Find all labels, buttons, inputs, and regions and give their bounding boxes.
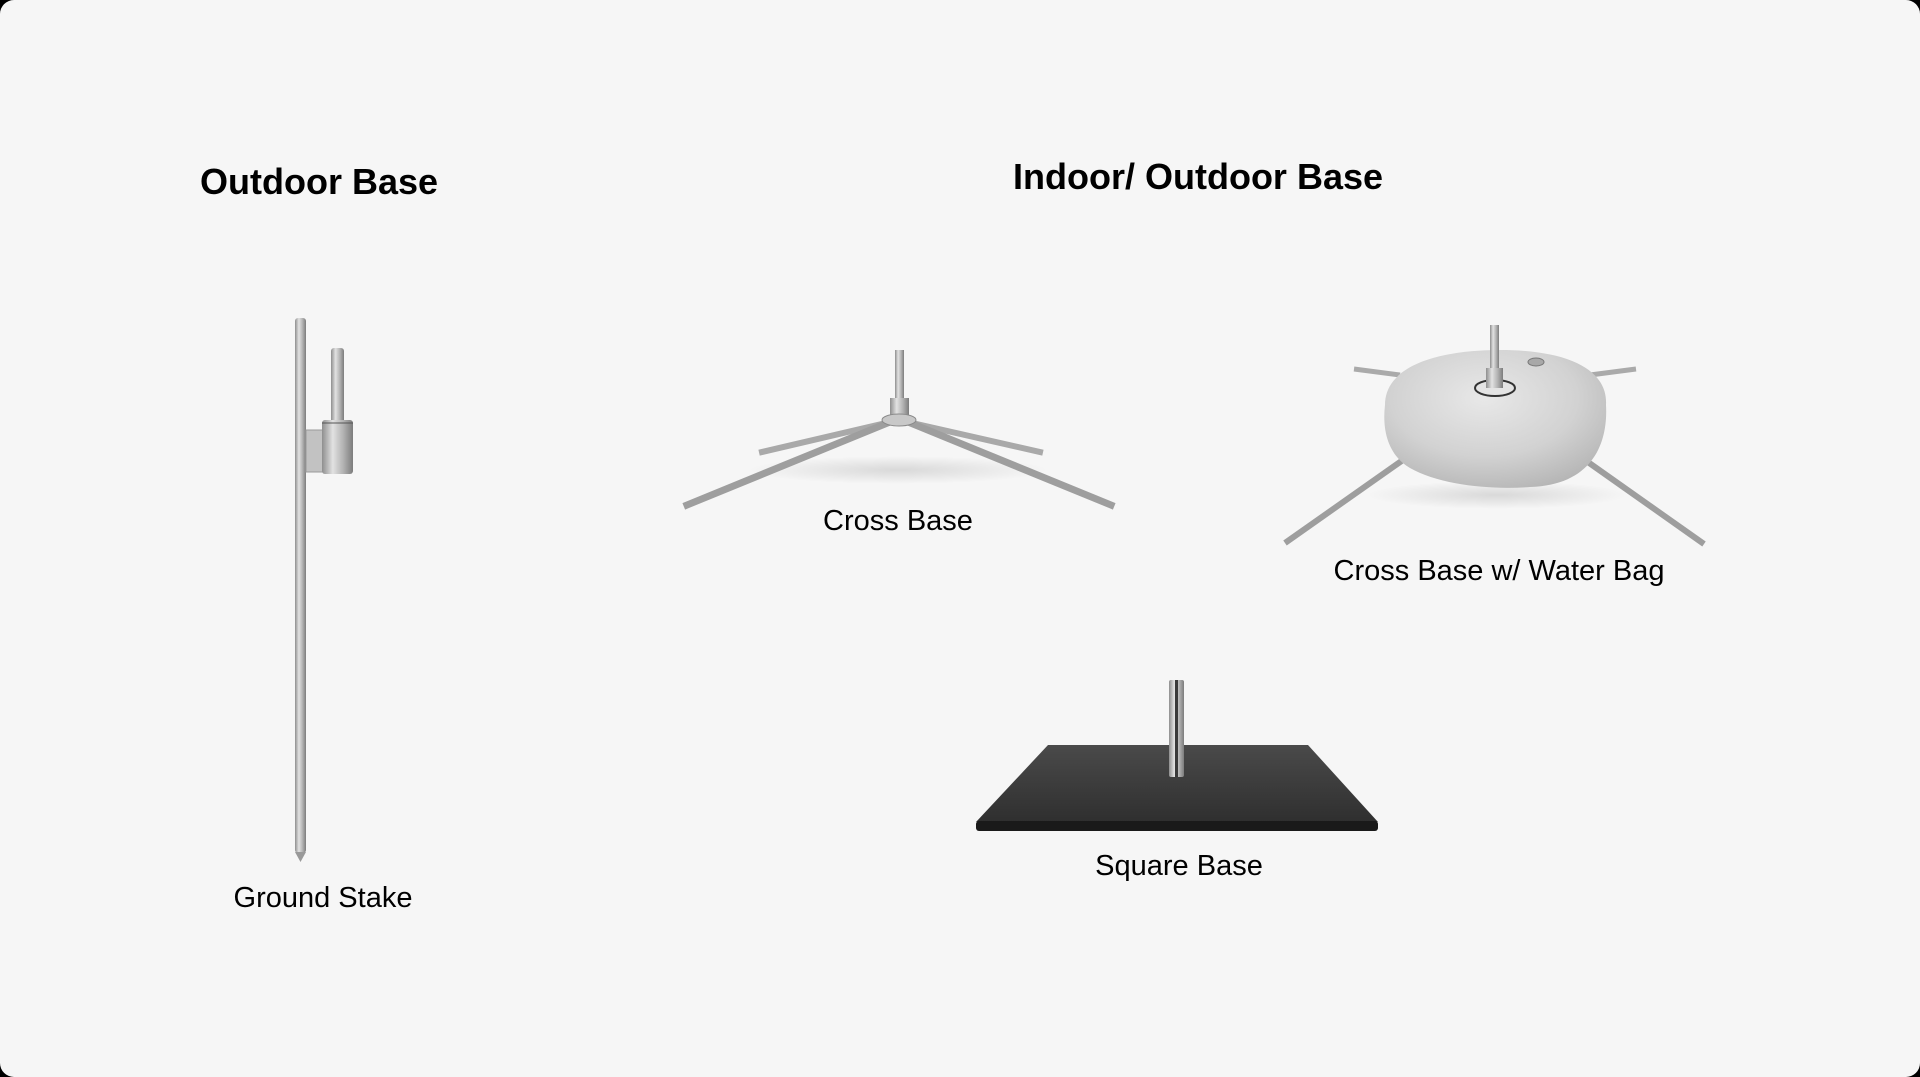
product-label-cross-base: Cross Base xyxy=(823,505,973,537)
square-base-illustration xyxy=(976,680,1378,831)
cross-base-illustration xyxy=(682,350,1116,510)
product-label-cross-base-water-bag: Cross Base w/ Water Bag xyxy=(1333,555,1665,587)
ground-stake-illustration xyxy=(295,318,353,862)
product-label-ground-stake: Ground Stake xyxy=(233,882,413,914)
section-title-indoor-outdoor: Indoor/ Outdoor Base xyxy=(1013,156,1384,197)
product-label-square-base: Square Base xyxy=(1095,850,1263,882)
section-title-outdoor: Outdoor Base xyxy=(200,161,439,202)
cross-base-water-bag-illustration xyxy=(1283,325,1706,547)
